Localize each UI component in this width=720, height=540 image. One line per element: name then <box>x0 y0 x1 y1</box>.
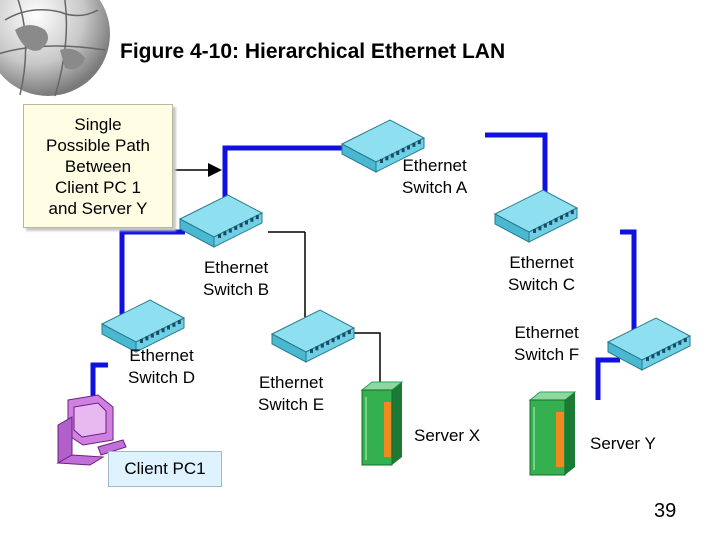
path-callout: Single Possible Path Between Client PC 1… <box>23 104 173 228</box>
switch-port <box>656 351 660 356</box>
switch-port <box>150 333 154 338</box>
link-switch-b-to-switch-a <box>222 145 345 205</box>
switch-c-label: Ethernet Switch C <box>508 252 575 296</box>
switch-port <box>315 346 319 351</box>
switch-port <box>326 340 330 345</box>
switch-port <box>554 218 558 223</box>
callout-line: Client PC 1 <box>55 177 141 197</box>
server-y-label: Server Y <box>590 434 656 453</box>
switch-port <box>667 346 671 351</box>
switch-a-icon <box>340 119 426 173</box>
switch-f-icon <box>606 317 692 371</box>
switch-f-label-line1: Ethernet <box>514 323 579 342</box>
callout-line: Possible Path <box>46 135 150 155</box>
switch-port <box>401 148 405 153</box>
switch-port <box>245 220 248 225</box>
other-links <box>268 231 381 390</box>
switch-port <box>347 330 351 335</box>
switch-a-label-line2: Switch A <box>402 178 468 197</box>
switch-port <box>228 228 232 233</box>
switch-e-label-line2: Switch E <box>258 395 325 414</box>
switch-port <box>342 332 346 337</box>
switch-e-label: Ethernet Switch E <box>258 372 324 416</box>
server-x-icon <box>360 381 404 466</box>
link-switch-a-to-switch-c <box>485 132 548 210</box>
switch-port <box>565 212 569 217</box>
switch-port <box>331 338 335 343</box>
switch-port <box>538 226 542 231</box>
callout-line: Single <box>74 114 122 134</box>
switch-port <box>390 153 394 158</box>
switch-a-label: Ethernet Switch A <box>402 155 467 199</box>
switch-port <box>337 335 340 340</box>
switch-d-icon <box>100 299 186 353</box>
switch-port <box>310 349 313 353</box>
switch-port <box>234 225 238 230</box>
page-number: 39 <box>654 500 677 522</box>
switch-port <box>161 328 165 333</box>
switch-port <box>218 234 221 238</box>
link-switch-e-to-server-x <box>350 332 381 390</box>
callout-line: Between <box>64 156 132 176</box>
switch-port <box>385 156 389 161</box>
switch-port <box>570 210 574 215</box>
switch-port <box>250 217 254 222</box>
switch-c-label-line2: Switch C <box>508 275 576 294</box>
switch-port <box>560 215 563 220</box>
switch-port <box>549 220 553 225</box>
switch-e-icon <box>270 309 356 363</box>
switch-b-label: Ethernet Switch B <box>203 257 269 301</box>
switch-port <box>156 330 160 335</box>
switch-port <box>683 338 687 343</box>
page-title: Figure 4-10: Hierarchical Ethernet LAN <box>120 40 506 63</box>
link-switch-d-to-switch-b <box>119 229 185 318</box>
switch-port <box>407 145 410 150</box>
switch-port <box>673 343 676 348</box>
client-pc-label: Client PC1 <box>108 451 222 487</box>
switch-port <box>412 142 416 147</box>
client-pc-icon <box>56 394 127 466</box>
switch-d-label-line2: Switch D <box>128 368 196 387</box>
globe-icon <box>0 0 110 97</box>
switch-port <box>223 231 227 236</box>
switch-port <box>177 320 181 325</box>
switch-d-label-line1: Ethernet <box>129 346 194 365</box>
server-x-label: Server X <box>414 426 481 445</box>
server-y-icon <box>528 391 577 476</box>
switch-a-label-line1: Ethernet <box>402 156 467 175</box>
switch-c-icon <box>493 189 579 243</box>
switch-d-label: Ethernet Switch D <box>128 345 195 389</box>
switch-port <box>255 215 259 220</box>
switch-port <box>662 348 666 353</box>
callout-arrow <box>173 163 222 177</box>
link-switch-f-to-server-y <box>595 357 620 400</box>
switch-port <box>417 140 421 145</box>
switch-f-label: Ethernet Switch F <box>514 322 579 366</box>
switches-layer <box>100 119 692 371</box>
switch-port <box>543 223 547 228</box>
switch-port <box>140 339 143 343</box>
switch-f-label-line2: Switch F <box>514 345 580 364</box>
callout-line: and Server Y <box>48 198 148 218</box>
switch-port <box>646 357 649 361</box>
switch-e-label-line1: Ethernet <box>258 373 324 392</box>
switch-b-icon <box>178 194 264 248</box>
link-switch-c-to-switch-f <box>620 229 637 330</box>
switch-port <box>145 336 149 341</box>
switch-port <box>396 150 400 155</box>
switch-port <box>239 223 243 228</box>
switch-b-label-line1: Ethernet <box>203 258 269 277</box>
switch-port <box>320 343 324 348</box>
switch-b-label-line2: Switch B <box>203 280 270 299</box>
switch-c-label-line1: Ethernet <box>509 253 574 272</box>
switch-port <box>167 325 170 330</box>
switch-port <box>380 159 383 163</box>
switch-port <box>678 340 682 345</box>
switch-port <box>533 229 536 233</box>
switch-port <box>651 354 655 359</box>
switch-port <box>172 322 176 327</box>
